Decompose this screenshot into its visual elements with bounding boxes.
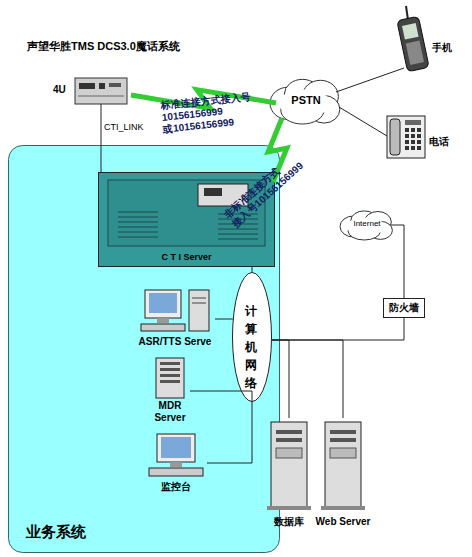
mobile-phone-outline	[398, 4, 428, 74]
network-line	[272, 340, 343, 418]
network-line	[339, 107, 387, 136]
access-number-label: 标准连接方式接入号 10156156999 或10156156999	[160, 90, 263, 136]
server-label: 数据库	[258, 516, 320, 528]
band-label: 业务系统	[26, 523, 86, 540]
web-server: Web Server	[318, 418, 368, 528]
network-line	[272, 318, 404, 340]
rack-size-label: 4U	[53, 84, 66, 96]
firewall-box: 防火墙	[383, 298, 425, 318]
internet-cloud: Internet	[340, 210, 394, 240]
network-line	[336, 68, 404, 92]
database-server-outline	[268, 418, 310, 528]
network-line	[391, 225, 404, 298]
network-label: 计算机网络	[245, 302, 259, 392]
database-server: 数据库	[268, 418, 310, 528]
system-title: 声望华胜TMS DCS3.0魔话系统	[27, 40, 180, 53]
device-label: 电话	[429, 136, 449, 148]
pbx-device: 声望华胜TMS DCS3.0魔话系统4U	[75, 78, 127, 104]
server-label: C T I Server	[98, 252, 275, 262]
network-line	[252, 267, 253, 272]
server-label: ASR/TTS Serve	[125, 336, 225, 348]
network-line	[101, 104, 102, 172]
pbx-device-outline	[75, 78, 127, 104]
device-label: 手机	[432, 42, 452, 54]
web-server-outline	[318, 418, 368, 528]
cloud-label: PSTN	[270, 94, 342, 107]
mdr-server: MDR Server	[150, 358, 190, 424]
network-line	[207, 402, 252, 463]
server-label: Web Server	[303, 516, 383, 528]
cloud-label: Internet	[340, 219, 394, 228]
network-line	[272, 340, 289, 418]
server-label: MDR Server	[145, 400, 195, 423]
firewall-label: 防火墙	[383, 302, 425, 314]
monitor-console: 监控台	[145, 432, 207, 494]
network-line	[190, 391, 252, 402]
link-label: CTI_LINK	[104, 122, 164, 133]
network-ellipse: 计算机网络	[232, 272, 272, 402]
console-label: 监控台	[145, 481, 207, 493]
desk-phone-outline	[385, 112, 427, 160]
asr-tts-server: ASR/TTS Serve	[135, 288, 215, 350]
desk-phone: 电话	[385, 112, 427, 160]
mobile-phone: 手机	[398, 4, 428, 74]
pstn-cloud: PSTN	[270, 78, 342, 124]
network-line	[215, 319, 233, 320]
